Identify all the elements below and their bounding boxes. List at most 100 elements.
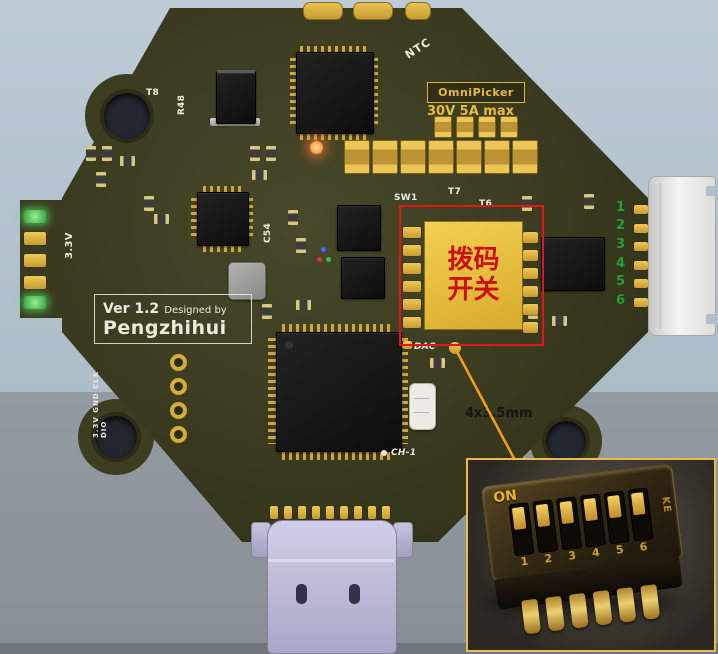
passive — [144, 196, 154, 211]
switch-slot-4 — [579, 493, 607, 548]
orange-led — [310, 141, 323, 154]
dip-switch: ON KE 1 2 3 4 5 6 — [480, 462, 699, 645]
qfn-chip — [296, 52, 374, 134]
pin-number-5: 5 — [616, 274, 626, 289]
dip-annotation-box — [399, 205, 544, 346]
usb-pad — [354, 506, 362, 519]
capacitor — [512, 140, 538, 174]
pin-number-1: 1 — [616, 200, 626, 215]
dip-switch-footprint: 拨码 开关 — [424, 221, 523, 330]
edge-pad — [24, 232, 46, 245]
through-hole — [170, 378, 187, 395]
capacitor — [344, 140, 370, 174]
usb-seam — [268, 559, 394, 562]
edge-pad — [24, 276, 46, 289]
through-hole — [170, 354, 187, 371]
white-connector — [648, 176, 716, 336]
capacitor — [484, 140, 510, 174]
switch-number-3: 3 — [567, 548, 577, 563]
mcu-pins — [268, 338, 276, 444]
usb-pad — [298, 506, 306, 519]
status-led — [24, 210, 46, 223]
switch-number-1: 1 — [519, 554, 530, 569]
passive — [120, 156, 135, 166]
small-chip — [337, 205, 381, 251]
usb-pad — [326, 506, 334, 519]
through-hole — [170, 402, 187, 419]
usb-pad — [340, 506, 348, 519]
passive — [296, 238, 306, 253]
connector-pin — [634, 261, 648, 270]
inductor — [228, 262, 266, 300]
silk-t6: T6 — [479, 199, 493, 209]
through-hole — [170, 426, 187, 443]
capacitor — [478, 116, 496, 138]
mcu-pins — [282, 452, 394, 460]
dip-pad — [523, 322, 538, 333]
passive — [430, 358, 445, 368]
switch-number-2: 2 — [543, 551, 553, 566]
small-chip — [341, 257, 385, 299]
switch-knob-3 — [559, 500, 575, 525]
right-chip — [541, 237, 605, 291]
crystal — [409, 383, 436, 430]
usb-slot — [349, 584, 360, 604]
switch-slot-5 — [603, 490, 630, 545]
switch-knob-2 — [535, 503, 551, 528]
passive — [266, 146, 276, 161]
switch-number-4: 4 — [591, 545, 601, 560]
qfp-pins — [203, 244, 241, 252]
qfn-pins — [370, 58, 378, 126]
dip-pad — [523, 304, 538, 315]
dip-label-line2: 开关 — [447, 274, 500, 305]
switch-knob-4 — [583, 497, 598, 522]
qfn-pins — [300, 46, 368, 54]
qfp-pins — [203, 186, 241, 194]
passive — [288, 210, 298, 225]
pin-number-6: 6 — [616, 293, 626, 308]
qfn-pins — [290, 58, 298, 126]
passive — [154, 214, 169, 224]
usb-pad — [382, 506, 390, 519]
connector-pin — [634, 279, 648, 288]
switch-knob-1 — [511, 506, 527, 531]
electrolytic-cap — [216, 70, 256, 124]
mcu-pins — [282, 324, 394, 332]
qfp-pins — [191, 198, 199, 238]
dip-label-line1: 拨码 — [447, 245, 500, 276]
connector-pin — [634, 298, 648, 307]
silk-sw1: SW1 — [394, 193, 418, 203]
silk-ch1: CH-1 — [391, 448, 417, 458]
switch-slot-2 — [532, 499, 559, 554]
passive — [96, 172, 106, 187]
switch-slot-1 — [508, 502, 535, 557]
power-rating: 30V 5A max — [427, 104, 515, 119]
capacitor — [428, 140, 454, 174]
usb-c-connector — [267, 520, 397, 654]
silk-c54: C54 — [263, 222, 274, 244]
passive — [252, 170, 267, 180]
size-annotation: 4x3.5mm — [465, 406, 533, 421]
dip-pad — [403, 263, 421, 274]
mcu-pins — [400, 338, 408, 444]
usb-slot — [296, 584, 307, 604]
connector-notch — [706, 186, 718, 196]
dip-pad — [523, 232, 538, 243]
qfn-pins — [300, 132, 368, 140]
passive — [262, 304, 272, 319]
passive — [522, 196, 532, 211]
qfp-chip — [197, 192, 249, 246]
connector-notch — [706, 314, 718, 324]
connector-pin — [634, 224, 648, 233]
brand-badge: OmniPicker — [427, 82, 525, 103]
silk-t8: T8 — [146, 88, 160, 98]
usb-pad — [284, 506, 292, 519]
capacitor — [400, 140, 426, 174]
passive — [86, 146, 96, 161]
passive — [102, 146, 112, 161]
fiducial-dot — [381, 450, 387, 456]
green-led — [326, 257, 331, 262]
mcu-pin1-dot — [285, 341, 293, 349]
gold-tab — [303, 2, 343, 20]
usb-pad — [270, 506, 278, 519]
